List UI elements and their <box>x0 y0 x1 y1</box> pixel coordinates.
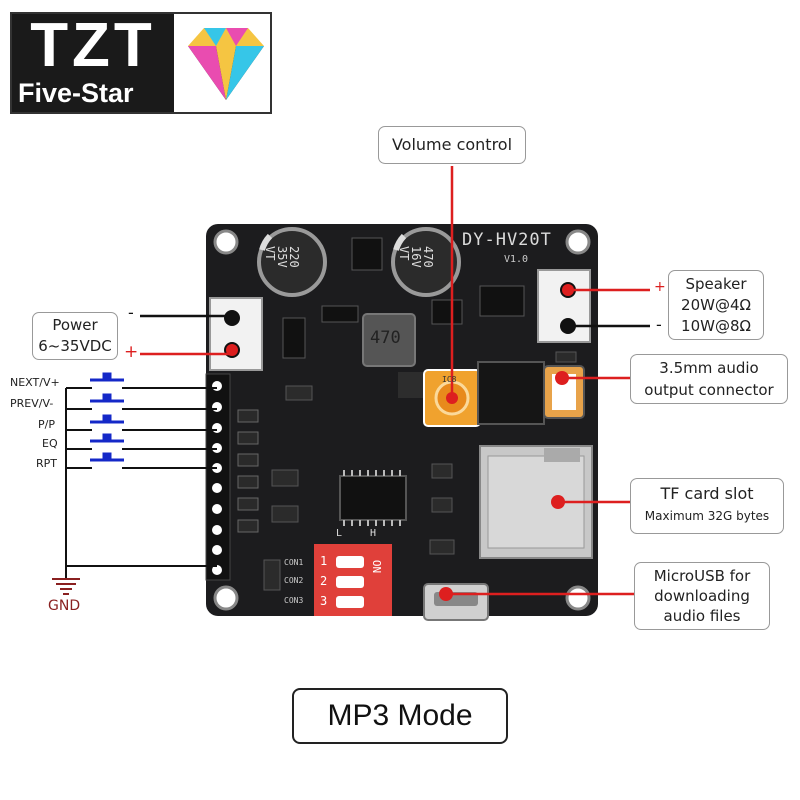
micro-usb-port <box>423 583 489 621</box>
button-label-rpt: RPT <box>36 457 57 470</box>
power-terminal <box>209 297 263 371</box>
logo-tagline: Five-Star <box>18 78 134 108</box>
dip-number-3: 3 <box>320 594 328 608</box>
speaker-rating-4ohm: 20W@4Ω <box>681 296 751 314</box>
dip-on-label: ON <box>370 559 384 574</box>
speaker-label: Speaker <box>685 275 747 293</box>
ic-label: IC8 <box>442 375 457 384</box>
power-plus: + <box>124 342 139 362</box>
button-wiring <box>65 387 217 578</box>
con2-label: CON2 <box>284 576 304 585</box>
speaker-minus: - <box>656 315 662 334</box>
button-header <box>205 373 231 581</box>
power-label: Power <box>52 316 98 334</box>
con1-label: CON1 <box>284 558 304 567</box>
ground-icon <box>52 578 80 595</box>
speaker-callout: Speaker 20W@4Ω 10W@8Ω <box>668 270 764 340</box>
dip-number-2: 2 <box>320 574 328 588</box>
dip-h-label: H <box>370 528 377 539</box>
capacitor-left <box>257 227 327 297</box>
button-label-eq: EQ <box>42 437 58 450</box>
dip-number-1: 1 <box>320 554 328 568</box>
audio-callout: 3.5mm audio output connector <box>630 354 788 404</box>
inductor <box>362 313 416 367</box>
button-label-pp: P/P <box>38 418 55 431</box>
tf-callout: TF card slot Maximum 32G bytes <box>630 478 784 534</box>
logo-brand: TZT <box>30 11 156 80</box>
gnd-label: GND <box>48 598 81 614</box>
audio-jack <box>477 361 585 425</box>
mode-title: MP3 Mode <box>292 688 508 744</box>
capacitor-right <box>391 227 461 297</box>
push-buttons <box>90 372 124 462</box>
power-minus: - <box>128 303 134 322</box>
speaker-plus: + <box>654 279 666 295</box>
brand-logo: TZT Five-Star <box>10 11 272 114</box>
button-label-next: NEXT/V+ <box>10 376 60 389</box>
decoder-chip <box>339 470 407 526</box>
power-callout: Power 6~35VDC <box>32 312 118 360</box>
board-model: DY-HV20T <box>462 230 552 250</box>
usb-callout: MicroUSB for downloading audio files <box>634 562 770 630</box>
speaker-terminal <box>537 269 591 343</box>
speaker-rating-8ohm: 10W@8Ω <box>681 317 751 335</box>
logo-panel <box>12 14 174 112</box>
mounting-holes <box>213 229 591 611</box>
inductor-label: 470 <box>370 328 401 348</box>
power-voltage: 6~35VDC <box>38 337 112 355</box>
board-version: V1.0 <box>504 254 529 265</box>
dip-l-label: L <box>336 528 343 539</box>
volume-callout: Volume control <box>378 126 526 164</box>
con3-label: CON3 <box>284 596 304 605</box>
callout-leaders <box>140 166 650 596</box>
dip-switch <box>314 544 392 616</box>
button-label-prev: PREV/V- <box>10 397 54 410</box>
diamond-logo-icon <box>188 28 264 100</box>
